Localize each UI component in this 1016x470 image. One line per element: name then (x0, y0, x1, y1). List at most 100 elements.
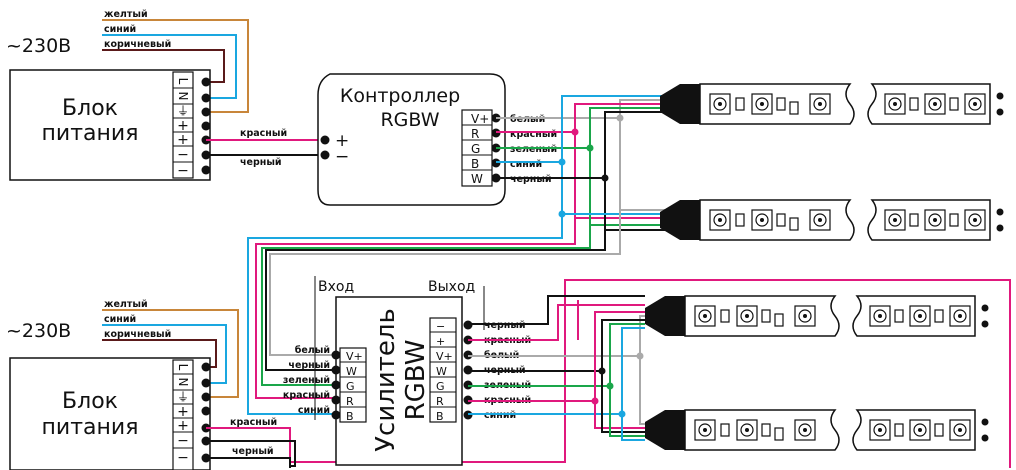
amp-in-label-0: белый (295, 345, 330, 356)
led-chip-2j (949, 213, 959, 227)
controller-pin-block (461, 109, 493, 187)
led-chip-4k (949, 419, 971, 441)
psu2-title-1: Блок (62, 389, 118, 414)
controller-box (317, 73, 506, 206)
amp-in-pin-4: B (346, 410, 354, 423)
led-chip-3g (869, 305, 891, 327)
amp-out-label-6: синий (484, 410, 516, 421)
led-chip-4h (894, 423, 904, 437)
led-chip-1e (789, 101, 799, 115)
led-chip-4a (694, 419, 716, 441)
led-chip-3c (736, 305, 758, 327)
psu1-title-2: питания (42, 121, 139, 146)
led-chip-3k (949, 305, 971, 327)
psu1-term-plus-2: + (177, 132, 189, 148)
amp-out-pin-6: B (436, 410, 444, 423)
led-chip-4e (774, 427, 784, 441)
controller-pin-0: V+ (471, 112, 489, 126)
psu1-title-1: Блок (62, 96, 118, 121)
led-chip-1b (735, 97, 745, 111)
amp-in-pin-2: G (346, 380, 355, 393)
led-chip-4g (869, 419, 891, 441)
amp-in-dot-0 (331, 350, 341, 360)
controller-pin-4: W (471, 172, 483, 186)
amp-out-pin-4: G (436, 380, 445, 393)
led-chip-3a (694, 305, 716, 327)
psu2-term-plus-2: + (177, 418, 189, 434)
led-chip-1i (924, 93, 946, 115)
led-chip-1h (909, 97, 919, 111)
led-chip-1c (751, 93, 773, 115)
led-chip-2a (709, 209, 731, 231)
amp-out-pin-3: W (436, 365, 447, 378)
psu2-voltage: ~230В (6, 320, 71, 342)
led-chip-2e (789, 217, 799, 231)
psu2-out-black-label: черный (232, 446, 274, 457)
psu2-wire-brown-label: коричневый (104, 329, 171, 340)
led-chip-1k (964, 93, 986, 115)
led-chip-4c (736, 419, 758, 441)
amp-out-pin-2: V+ (436, 350, 453, 363)
led-strips (645, 83, 1004, 451)
controller-in-plus: + (335, 131, 349, 151)
psu2-title-2: питания (42, 415, 139, 440)
amp-in-dot-4 (331, 410, 341, 420)
psu1-term-minus-1: − (177, 147, 189, 163)
psu1-wire-yellow-label: желтый (104, 9, 148, 20)
amp-in-label-1: черный (288, 360, 330, 371)
controller-title-2: RGBW (380, 109, 439, 131)
psu1-term-N: N (176, 92, 190, 101)
amp-in-dot-3 (331, 395, 341, 405)
amp-in-dot-2 (331, 380, 341, 390)
led-chip-2f (809, 209, 831, 231)
amp-out-pin-0: − (436, 320, 445, 333)
led-chip-3h (894, 309, 904, 323)
psu1-wire-blue-label: синий (104, 24, 136, 35)
psu1-term-L: L (176, 78, 190, 85)
amp-in-label-3: красный (283, 390, 330, 401)
psu2-term-N: N (176, 378, 190, 387)
psu2-term-plus-1: + (177, 404, 189, 420)
controller-pin-label-4: черный (510, 174, 552, 185)
led-chip-2c (751, 209, 773, 231)
psu1-terminal-block: L N ⏚ + + − − (172, 71, 194, 179)
psu1-term-ground: ⏚ (177, 104, 189, 118)
led-chip-2d (776, 213, 786, 227)
led-chip-2k (964, 209, 986, 231)
controller-pin-label-0: белый (510, 114, 545, 125)
led-strip-3 (645, 295, 989, 337)
psu2-wire-blue-label: синий (104, 314, 136, 325)
psu1-out-red-label: красный (240, 128, 287, 139)
led-chip-3f (794, 305, 816, 327)
psu2-term-minus-2: − (177, 450, 189, 466)
controller-pin-2: G (471, 142, 480, 156)
led-chip-4b (720, 423, 730, 437)
psu2-terminal-block: L N ⏚ + + − − (172, 359, 194, 470)
led-chip-2i (924, 209, 946, 231)
psu2-wire-yellow-label: желтый (104, 299, 148, 310)
amplifier-output-label: Выход (428, 279, 475, 295)
led-chip-4i (909, 419, 931, 441)
led-chip-4f (794, 419, 816, 441)
psu2-term-minus-1: − (177, 433, 189, 449)
amp-in-label-4: синий (298, 405, 330, 416)
led-chip-1f (809, 93, 831, 115)
psu2-term-ground: ⏚ (177, 390, 189, 404)
led-chip-1g (884, 93, 906, 115)
amplifier-out-block (429, 317, 457, 423)
controller-pin-label-1: красный (510, 129, 557, 140)
amp-out-pin-5: R (436, 395, 444, 408)
amp-out-label-0: черный (484, 320, 526, 331)
led-chip-4d (761, 423, 771, 437)
controller-pin-1: R (471, 127, 479, 141)
amplifier-title-1: Усилитель (371, 308, 401, 452)
psu1-term-minus-2: − (177, 163, 189, 179)
amplifier-input-label: Вход (318, 279, 354, 295)
led-chip-1d (776, 97, 786, 111)
psu1-voltage: ~230В (6, 35, 71, 57)
led-chip-3b (720, 309, 730, 323)
amp-in-label-2: зеленый (283, 375, 330, 386)
led-chip-1j (949, 97, 959, 111)
